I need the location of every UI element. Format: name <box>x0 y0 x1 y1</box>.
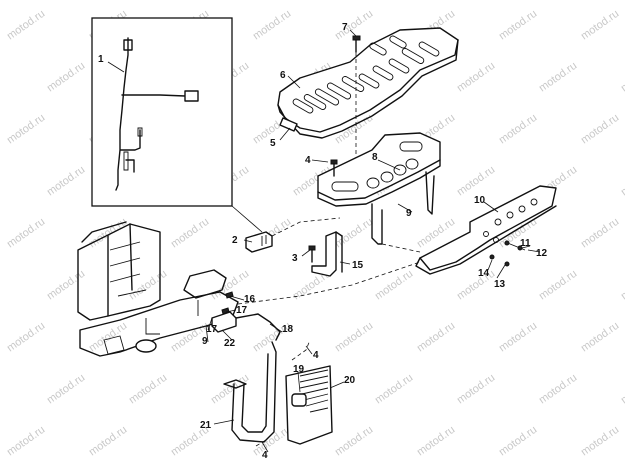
watermark-text: motod.ru <box>5 216 47 251</box>
watermark-text: motod.ru <box>45 60 87 95</box>
watermark-text: motod.ru <box>333 216 375 251</box>
watermark-text: motod.ru <box>537 60 579 95</box>
watermark-text: motod.ru <box>333 424 375 459</box>
callout-6: 6 <box>280 70 286 81</box>
rear-bumper <box>415 185 557 275</box>
callout-9b: 9 <box>202 336 208 347</box>
watermark-text: motod.ru <box>5 424 47 459</box>
watermark-text: motod.ru <box>45 372 87 407</box>
callout-21: 21 <box>200 420 212 431</box>
callout-5: 5 <box>270 138 276 149</box>
bracket-holes <box>331 141 423 192</box>
bracket-15 <box>311 231 343 277</box>
watermark-text: motod.ru <box>579 112 621 147</box>
watermark-text: motod.ru <box>537 268 579 303</box>
watermark-text: motod.ru <box>169 216 211 251</box>
callout-9a: 9 <box>406 208 412 219</box>
watermark-text: motod.ru <box>455 268 497 303</box>
watermark-text: motod.ru <box>251 8 293 43</box>
watermark-text: motod.ru <box>619 164 625 199</box>
bolt-4-upper <box>330 159 338 177</box>
watermark-text: motod.ru <box>579 216 621 251</box>
watermark-text: motod.ru <box>579 320 621 355</box>
harness-inset <box>91 17 263 233</box>
inset-frame <box>91 17 233 207</box>
watermark-text: motod.ru <box>497 424 539 459</box>
callout-14: 14 <box>478 268 490 279</box>
callout-16: 16 <box>244 294 256 305</box>
rear-rack-top <box>277 27 459 139</box>
rack-slots <box>292 35 440 114</box>
watermark-text: motod.ru <box>497 8 539 43</box>
callout-13: 13 <box>494 279 506 290</box>
flap-bracket-21 <box>231 341 277 443</box>
hardware-16-17-22 <box>211 291 281 341</box>
mud-flap-assembly <box>223 341 333 445</box>
callout-12: 12 <box>536 248 548 259</box>
callout-8: 8 <box>372 152 378 163</box>
callout-10: 10 <box>474 195 486 206</box>
callout-17a: 17 <box>236 305 248 316</box>
bracket-plate <box>317 132 441 201</box>
watermark-text: motod.ru <box>333 320 375 355</box>
watermark-text: motod.ru <box>619 60 625 95</box>
flap-plate-19 <box>291 393 307 407</box>
bracket-legs <box>371 171 435 245</box>
assembly-lines <box>237 243 421 447</box>
bumper-body <box>419 185 557 271</box>
watermark-text: motod.ru <box>619 268 625 303</box>
watermark-text: motod.ru <box>455 372 497 407</box>
bolt-7 <box>352 35 361 170</box>
watermark-text: motod.ru <box>455 164 497 199</box>
watermark-text: motod.ru <box>5 112 47 147</box>
watermark-text: motod.ru <box>373 268 415 303</box>
rack-bracket <box>317 132 441 245</box>
inset-pointer <box>231 205 263 233</box>
watermark-text: motod.ru <box>87 320 129 355</box>
watermark-text: motod.ru <box>127 372 169 407</box>
watermark-text: motod.ru <box>415 320 457 355</box>
watermark-text: motod.ru <box>579 8 621 43</box>
callout-3: 3 <box>292 253 298 264</box>
callout-17b: 17 <box>206 324 218 335</box>
callout-11: 11 <box>520 238 531 249</box>
clip-5 <box>279 117 298 141</box>
watermark-text: motod.ru <box>87 424 129 459</box>
callout-4b: 4 <box>313 350 319 361</box>
callout-2: 2 <box>232 235 238 246</box>
callout-7: 7 <box>342 22 348 33</box>
callout-1: 1 <box>98 54 104 65</box>
callout-20: 20 <box>344 375 356 386</box>
watermark-text: motod.ru <box>5 320 47 355</box>
callout-4a: 4 <box>305 155 311 166</box>
callout-15: 15 <box>352 260 364 271</box>
watermark-text: motod.ru <box>497 320 539 355</box>
callout-4c: 4 <box>262 450 268 461</box>
watermark-text: motod.ru <box>497 112 539 147</box>
watermark-text: motod.ru <box>127 268 169 303</box>
watermark-text: motod.ru <box>45 268 87 303</box>
callout-19: 19 <box>293 364 305 375</box>
reflector-2 <box>245 217 341 253</box>
watermark-text: motod.ru <box>209 372 251 407</box>
watermark-text: motod.ru <box>45 164 87 199</box>
leader-lines <box>107 29 541 453</box>
bolt-3 <box>308 245 316 263</box>
watermark-text: motod.ru <box>579 424 621 459</box>
callout-18: 18 <box>282 324 294 335</box>
harness-connector <box>123 127 143 171</box>
callout-22: 22 <box>224 338 236 349</box>
watermark-text: motod.ru <box>455 60 497 95</box>
watermark-text: motod.ru <box>619 372 625 407</box>
watermark-text: motod.ru <box>415 424 457 459</box>
callout-labels: 1 2 3 4 4 4 5 6 7 8 9 9 10 11 12 13 14 1… <box>98 22 548 461</box>
watermark-text: motod.ru <box>373 372 415 407</box>
wiring-harness <box>115 37 199 191</box>
watermark-text: motod.ru <box>537 372 579 407</box>
watermark-text: motod.ru <box>5 8 47 43</box>
